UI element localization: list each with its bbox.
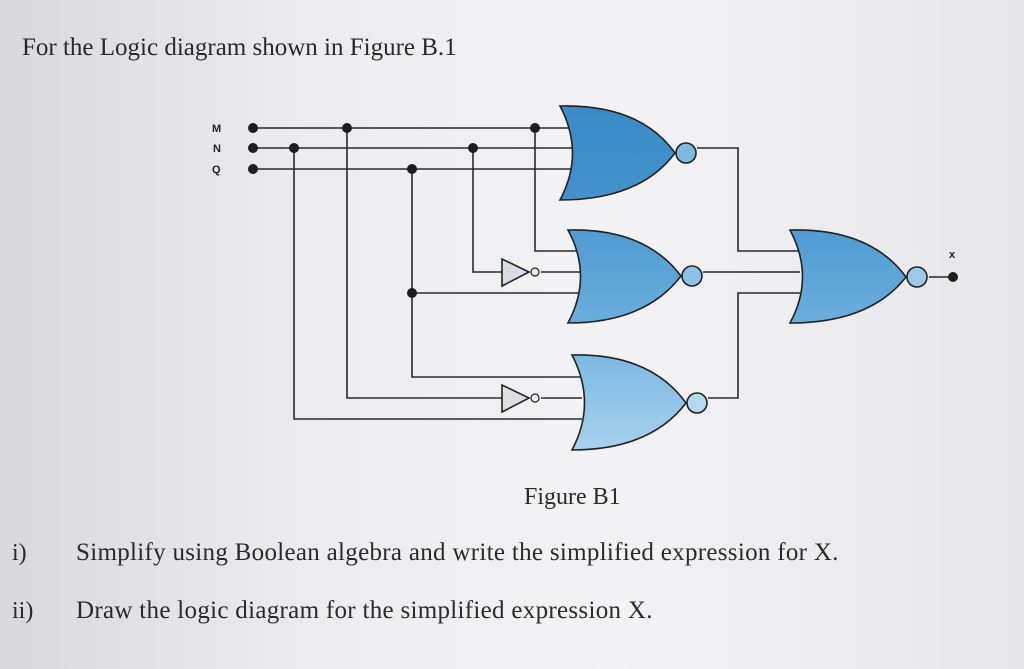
inverter-m-bubble — [530, 393, 540, 403]
output-label-x: x — [949, 249, 956, 261]
question-1-number: i) — [12, 540, 27, 566]
input-label-n: N — [213, 143, 221, 155]
question-1-text: Simplify using Boolean algebra and write… — [76, 539, 839, 566]
nor-bubble-output — [906, 266, 928, 288]
inverter-m — [501, 383, 531, 414]
nor-bubble-1 — [675, 142, 697, 164]
figure-caption: Figure B1 — [524, 484, 621, 510]
inverter-n-bubble — [530, 267, 540, 277]
nor-gate-output — [788, 229, 908, 324]
nor-bubble-3 — [686, 392, 708, 414]
nor-gate-2 — [566, 229, 683, 324]
question-2-number: ii) — [12, 598, 34, 624]
nor-gate-1 — [558, 105, 676, 201]
input-label-q: Q — [212, 164, 221, 176]
input-label-m: M — [212, 123, 221, 135]
question-2-text: Draw the logic diagram for the simplifie… — [76, 597, 653, 624]
problem-title: For the Logic diagram shown in Figure B.… — [22, 34, 457, 61]
junction-dots — [248, 123, 958, 298]
nor-gate-3 — [570, 354, 687, 451]
inverter-n — [501, 257, 531, 288]
nor-bubble-2 — [681, 265, 703, 287]
